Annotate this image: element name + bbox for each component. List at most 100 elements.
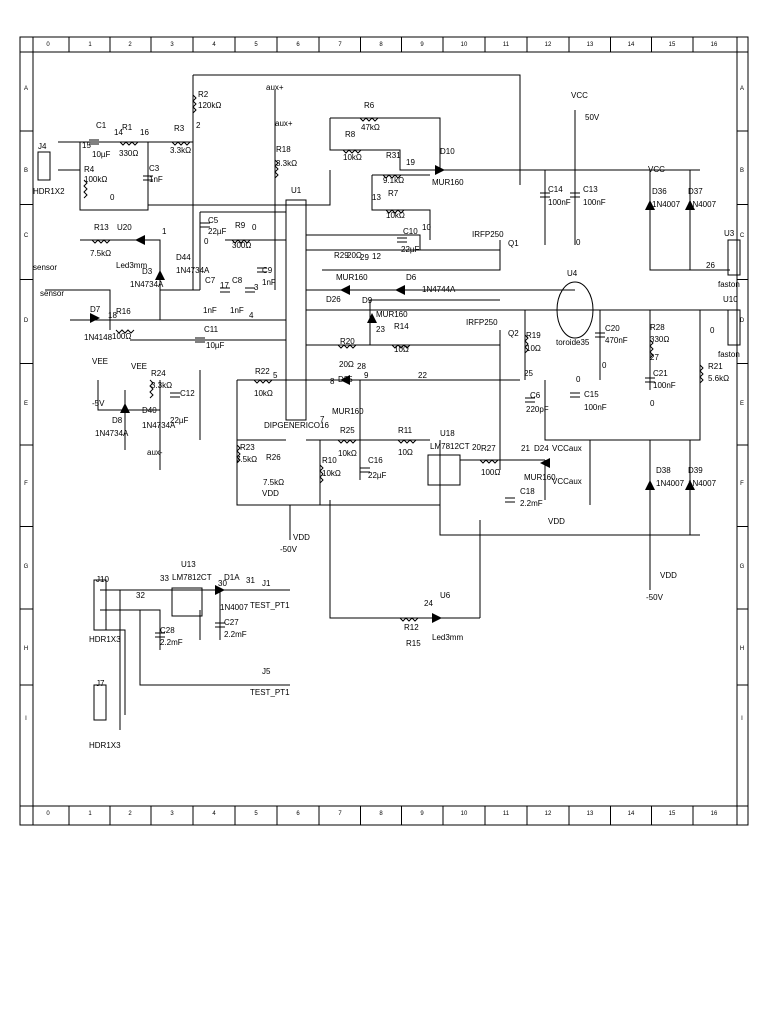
zone-col-2-top: 2	[128, 42, 132, 48]
label-n23: 23	[376, 325, 385, 334]
resistor-8	[115, 329, 135, 334]
zone-row-G-right: G	[740, 564, 745, 570]
label-r9: R9	[235, 221, 246, 230]
zone-row-H-left: H	[24, 646, 28, 652]
label-n0a: 0	[110, 193, 115, 202]
label-c11: C11	[204, 325, 219, 334]
label-d10: D10	[440, 147, 455, 156]
label-c18v: 2.2mF	[520, 499, 543, 508]
label-r10: R10	[322, 456, 337, 465]
label-d3v: 1N4734A	[130, 280, 164, 289]
resistor-24	[319, 464, 324, 484]
label-r16: R16	[116, 307, 131, 316]
label-n0h: 0	[650, 399, 655, 408]
label-n33: 33	[160, 574, 169, 583]
label-n26: 26	[706, 261, 715, 270]
label-n12: 12	[372, 252, 381, 261]
label-vcc-2: VCC	[648, 165, 665, 174]
label-n0c: 0	[204, 237, 209, 246]
label-r20: R20	[340, 337, 355, 346]
label-m50v-1: -50V	[280, 545, 298, 554]
wiring	[45, 74, 730, 730]
label-n3: 3	[254, 283, 259, 292]
label-c20: C20	[605, 324, 620, 333]
label-u3: U3	[724, 229, 735, 238]
label-r14v: 10Ω	[394, 345, 409, 354]
zone-col-4-bottom: 4	[212, 811, 216, 817]
zone-col-13-bottom: 13	[587, 811, 594, 817]
label-n0g: 0	[576, 375, 581, 384]
diode-4	[340, 375, 350, 385]
label-n10: 10	[422, 223, 431, 232]
label-c14: C14	[548, 185, 563, 194]
zone-col-1-top: 1	[88, 42, 92, 48]
label-r21: R21	[708, 362, 723, 371]
capacitor-7	[195, 337, 205, 343]
label-r16v: 100Ω	[112, 332, 131, 341]
label-d38: D38	[656, 466, 671, 475]
zone-col-11-bottom: 11	[503, 811, 510, 817]
label-r2: R2	[198, 90, 209, 99]
label-faston-2: faston	[718, 350, 740, 359]
label-dipgen: DIPGENERICO16	[264, 421, 329, 430]
label-c10: C10	[403, 227, 418, 236]
capacitor-symbols	[89, 139, 655, 638]
label-r12: R12	[404, 623, 419, 632]
label-r6: R6	[364, 101, 375, 110]
label-aux-minus: aux-	[147, 448, 163, 457]
label-c11v: 10µF	[206, 341, 225, 350]
label-lm7812-1: LM7812CT	[430, 442, 470, 451]
label-sensor-2: sensor	[40, 289, 64, 298]
diode-0	[435, 165, 445, 175]
label-r22: R22	[255, 367, 270, 376]
label-lm7812-2: LM7812CT	[172, 573, 212, 582]
label-c15: C15	[584, 390, 599, 399]
label-d1av: 1N4007	[220, 603, 249, 612]
label-c3v: 1nF	[149, 175, 163, 184]
label-c21: C21	[653, 369, 668, 378]
zone-col-10-bottom: 10	[461, 811, 468, 817]
label-q1: Q1	[508, 239, 519, 248]
label-vdd-3: VDD	[293, 533, 310, 542]
label-d39v: 1N4007	[688, 479, 717, 488]
zone-row-G-left: G	[24, 564, 29, 570]
label-d40: D40	[142, 406, 157, 415]
label-n24: 24	[424, 599, 433, 608]
label-d9: D9	[362, 296, 373, 305]
label-r8: R8	[345, 130, 356, 139]
resistor-11	[253, 379, 273, 384]
label-r4v: 100kΩ	[84, 175, 107, 184]
label-r29v: 20Ω	[347, 251, 362, 260]
label-r10v: 10kΩ	[322, 469, 341, 478]
zone-col-5-top: 5	[254, 42, 258, 48]
label-d1a: D1A	[224, 573, 240, 582]
diode-10	[645, 480, 655, 490]
zone-row-D-left: D	[24, 318, 29, 324]
label-c18: C18	[520, 487, 535, 496]
label-c20v: 470nF	[605, 336, 628, 345]
label-vee-2: VEE	[131, 362, 147, 371]
zone-col-1-bottom: 1	[88, 811, 92, 817]
zone-col-15-bottom: 15	[669, 811, 676, 817]
label-n0b: 0	[576, 238, 581, 247]
resistor-7	[91, 239, 111, 244]
label-c13v: 100nF	[583, 198, 606, 207]
resistor-4	[382, 174, 402, 179]
label-irfp250-1: IRFP250	[472, 230, 504, 239]
label-r13v: 7.5kΩ	[90, 249, 111, 258]
zone-col-8-bottom: 8	[379, 811, 383, 817]
capacitor-5	[257, 267, 267, 273]
diode-symbols	[90, 165, 695, 623]
label-led3mm-2: Led3mm	[432, 633, 463, 642]
label-c7v: 1nF	[203, 306, 217, 315]
zone-row-H-right: H	[740, 646, 744, 652]
zone-markers: 0011223344556677889910101111121213131414…	[20, 37, 748, 825]
label-c3: C3	[149, 164, 160, 173]
label-c1: C1	[96, 121, 107, 130]
capacitor-8	[170, 392, 180, 398]
label-r1: R1	[122, 123, 133, 132]
resistor-13	[397, 439, 417, 444]
diode-1	[395, 285, 405, 295]
label-hdr1x3-2: HDR1X3	[89, 741, 121, 750]
resistor-21	[699, 364, 704, 384]
